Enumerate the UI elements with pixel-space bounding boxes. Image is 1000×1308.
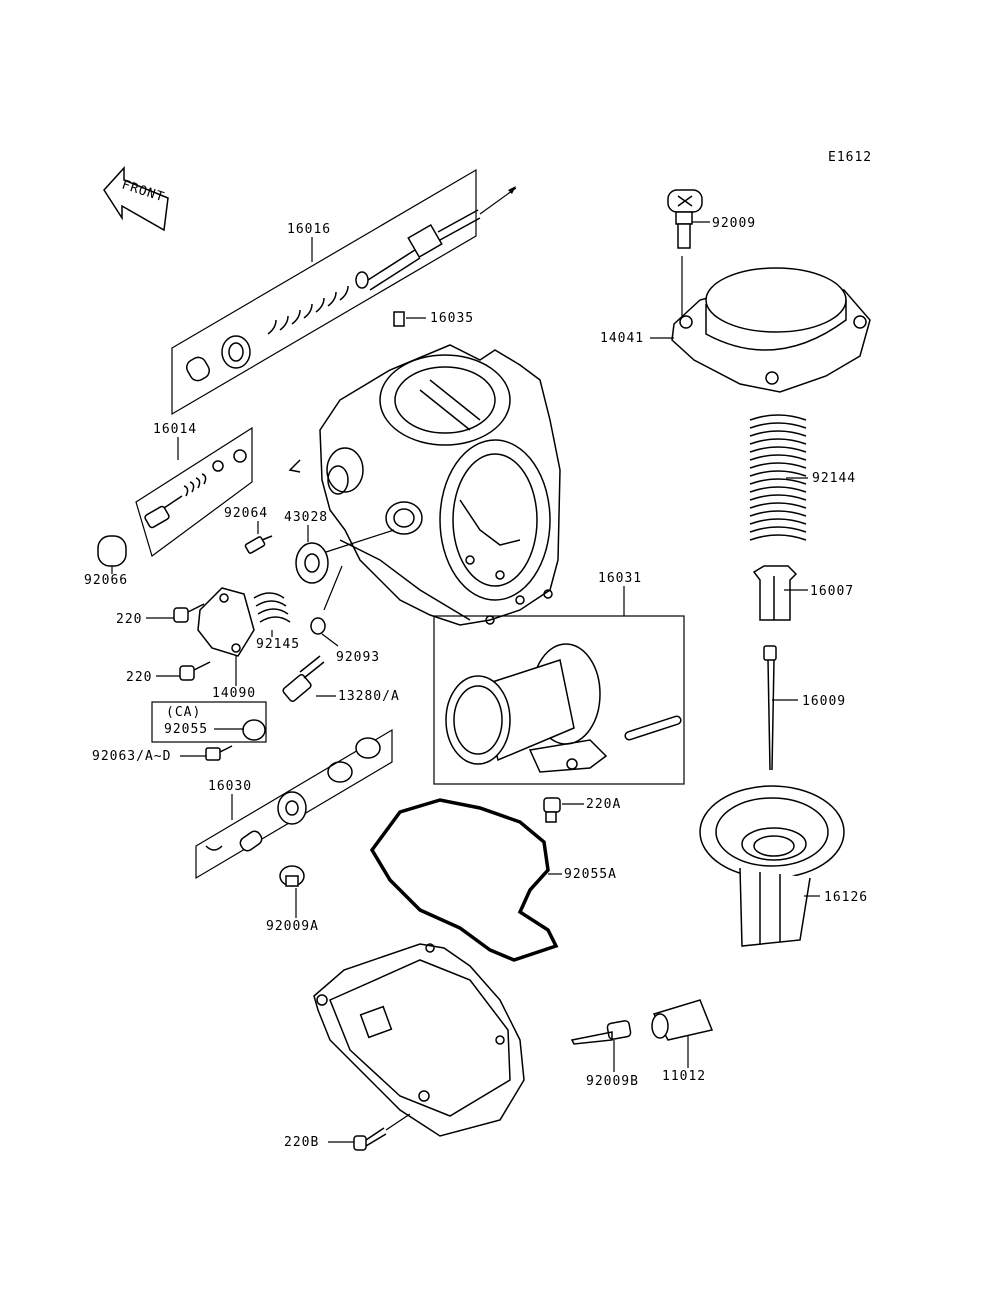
jet-92063 [205, 745, 233, 761]
label-92093: 92093 [336, 650, 380, 665]
label-92066: 92066 [84, 573, 128, 588]
group-box-16030 [195, 728, 393, 880]
label-11012: 11012 [662, 1069, 706, 1084]
label-92144: 92144 [812, 471, 856, 486]
screw-220A [543, 797, 561, 823]
label-92055: 92055 [164, 722, 208, 737]
screw-92009B [570, 1020, 632, 1045]
screw-92009 [667, 189, 703, 249]
diagram-code: E1612 [828, 150, 872, 165]
label-16007: 16007 [810, 584, 854, 599]
starter-plunger-part [205, 737, 381, 852]
label-16126: 16126 [824, 890, 868, 905]
screw-220-lower [179, 661, 211, 681]
gasket-92055A [369, 798, 559, 962]
cover-14090 [197, 587, 255, 657]
screw-92009A [279, 865, 305, 887]
label-16030: 16030 [208, 779, 252, 794]
label-92063: 92063/A~D [92, 749, 171, 764]
ca-box [151, 701, 267, 743]
screw-220B [353, 1127, 387, 1151]
label-92055A: 92055A [564, 867, 617, 882]
label-220A: 220A [586, 797, 621, 812]
plug-16035 [393, 311, 405, 327]
top-cover-14041 [671, 256, 871, 393]
label-92009A: 92009A [266, 919, 319, 934]
label-16009: 16009 [802, 694, 846, 709]
group-box-16031 [433, 615, 685, 785]
o-ring-92093 [310, 617, 326, 635]
o-ring-92055 [242, 719, 266, 741]
cap-11012 [651, 999, 714, 1041]
screw-92064 [244, 535, 273, 554]
label-14041: 14041 [600, 331, 644, 346]
label-16016: 16016 [287, 222, 331, 237]
label-92009: 92009 [712, 216, 756, 231]
label-43028: 43028 [284, 510, 328, 525]
spring-92145 [253, 592, 291, 623]
label-220-upper: 220 [116, 612, 142, 627]
needle-holder-16007 [752, 565, 798, 621]
throttle-valve-part [445, 643, 682, 773]
float-bowl [313, 943, 525, 1137]
jet-13280 [282, 655, 325, 703]
group-box-16014 [135, 426, 253, 557]
idle-adjuster-part [186, 186, 517, 382]
label-13280: 13280/A [338, 689, 400, 704]
vacuum-piston-16126 [699, 785, 845, 947]
group-box-16016 [171, 168, 477, 416]
label-220-lower: 220 [126, 670, 152, 685]
diaphragm-43028 [295, 529, 395, 584]
pilot-screw-part [144, 449, 247, 529]
spring-92144 [749, 414, 807, 541]
carburetor-body [288, 344, 561, 626]
label-16035: 16035 [430, 311, 474, 326]
screw-220-upper [173, 603, 205, 623]
label-92064: 92064 [224, 506, 268, 521]
cap-92066 [97, 535, 127, 567]
label-16031: 16031 [598, 571, 642, 586]
label-16014: 16014 [153, 422, 197, 437]
label-92009B: 92009B [586, 1074, 639, 1089]
label-ca: (CA) [166, 705, 201, 720]
front-arrow-icon: FRONT [103, 166, 169, 232]
label-14090: 14090 [212, 686, 256, 701]
label-220B: 220B [284, 1135, 319, 1150]
jet-needle-16009 [763, 645, 777, 771]
label-92145: 92145 [256, 637, 300, 652]
